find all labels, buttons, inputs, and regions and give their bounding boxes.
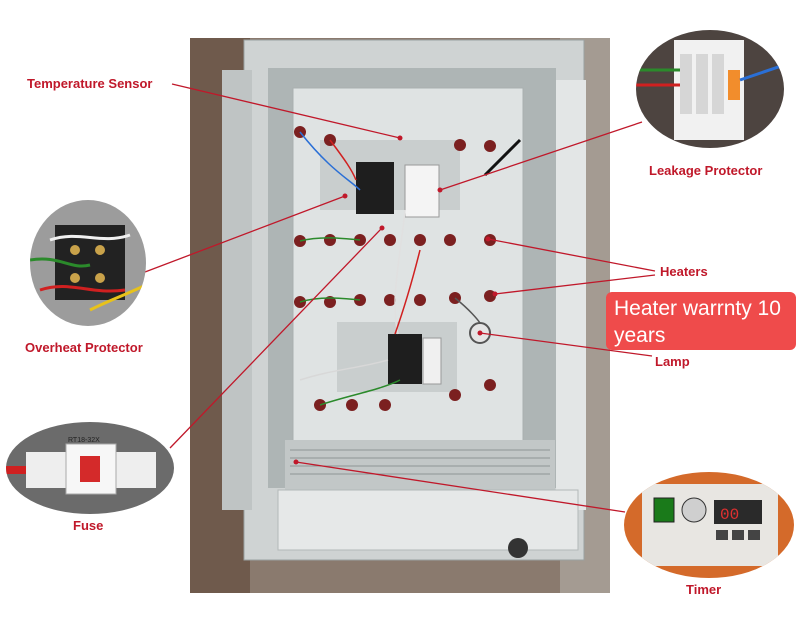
label-overheat-protector: Overheat Protector	[25, 340, 143, 355]
label-timer: Timer	[686, 582, 722, 597]
leakage-protector-inset	[636, 30, 784, 148]
heater-warranty-badge: Heater warrnty 10 years	[606, 292, 796, 350]
overheat-protector-inset	[30, 200, 146, 326]
label-leakage-protector: Leakage Protector	[649, 163, 763, 178]
label-lamp: Lamp	[655, 354, 690, 369]
fuse-model-text: RT18-32X	[68, 437, 100, 444]
fuse-inset: RT18-32X	[6, 422, 174, 514]
timer-inset: 00	[624, 472, 794, 578]
label-fuse: Fuse	[73, 518, 104, 533]
label-temperature-sensor: Temperature Sensor	[27, 76, 153, 91]
label-heaters: Heaters	[660, 264, 708, 279]
timer-display-text: 00	[720, 506, 739, 524]
